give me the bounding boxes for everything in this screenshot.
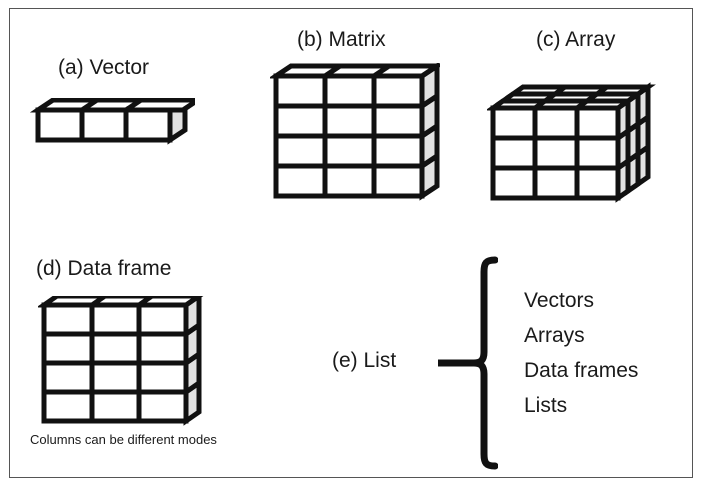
panel-e-label: (e) List — [332, 349, 397, 372]
data-frame-shape — [38, 296, 208, 431]
list-brace-icon — [434, 256, 499, 476]
list-item: Arrays — [524, 324, 585, 347]
panel-d-label: (d) Data frame — [36, 257, 172, 280]
matrix-shape — [270, 63, 440, 208]
list-items: Vectors Arrays Data frames Lists — [524, 283, 694, 423]
list-item: Data frames — [524, 359, 639, 382]
vector-shape — [30, 98, 195, 148]
list-item: Vectors — [524, 289, 595, 312]
array-shape — [487, 58, 662, 208]
data-frame-note: Columns can be different modes — [30, 432, 217, 447]
list-item: Lists — [524, 394, 568, 417]
panel-c-label: (c) Array — [536, 28, 616, 51]
panel-a-label: (a) Vector — [58, 56, 150, 79]
panel-b-label: (b) Matrix — [297, 28, 386, 51]
